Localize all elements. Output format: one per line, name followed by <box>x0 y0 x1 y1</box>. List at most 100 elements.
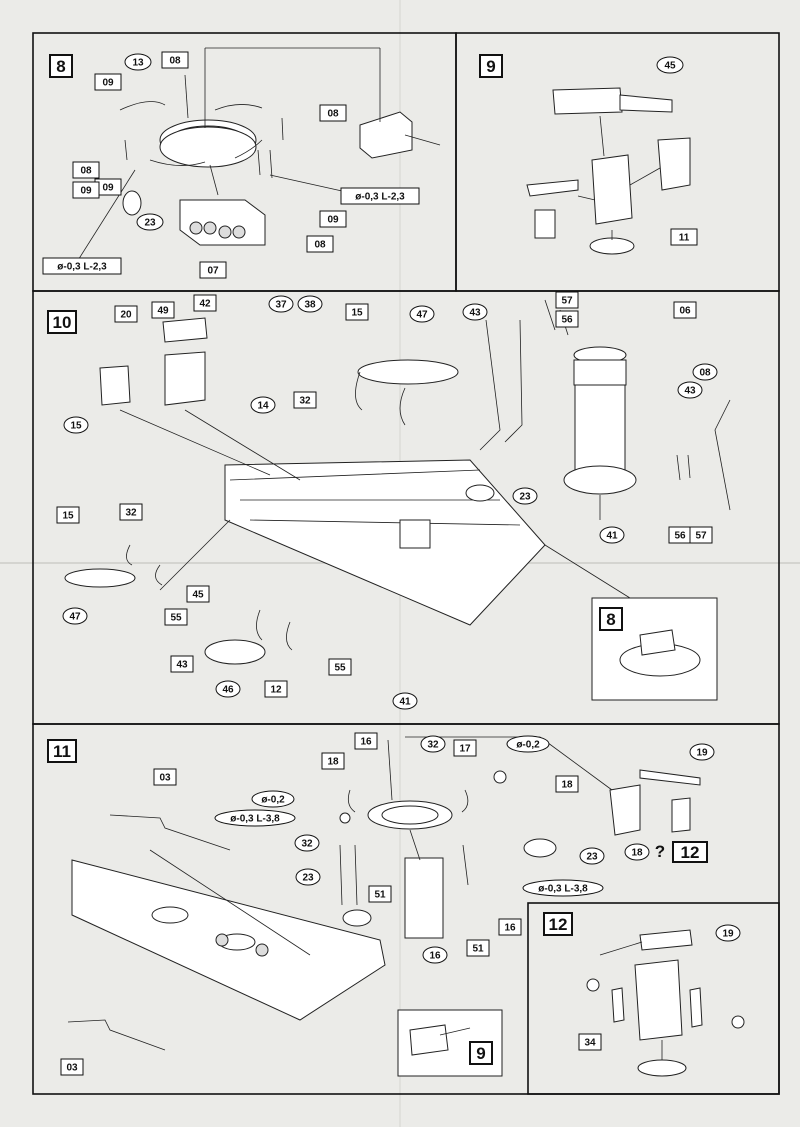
s10-oval-3-text: 43 <box>469 308 481 319</box>
s11-box-3: 17 <box>453 739 477 757</box>
inset-step-8-ref: 8 <box>606 610 615 629</box>
s10-oval-4-text: 08 <box>699 368 711 379</box>
s11-box-4: 18 <box>555 775 579 793</box>
s10-box-6: 06 <box>673 301 697 319</box>
s11-oval-5: 18 <box>624 843 650 861</box>
s10-oval-1-text: 38 <box>304 300 316 311</box>
s11-box-4-text: 18 <box>561 780 573 791</box>
s11-box-5: 51 <box>368 885 392 903</box>
step-9-badge: 9 <box>479 54 503 78</box>
s10-oval-11-text: 47 <box>69 612 81 623</box>
step-11-drawing: 9 ? 12 <box>67 736 708 1077</box>
s11-box-5-text: 51 <box>374 890 386 901</box>
s9-oval-0: 45 <box>656 56 684 74</box>
s11-spec-3-text: ø-0,3 L-3,8 <box>538 884 588 895</box>
deckhouse-roof-49 <box>162 317 208 343</box>
step-8-drawing <box>74 47 441 266</box>
s11-box-6: 51 <box>466 939 490 957</box>
gun-breech-45 <box>552 87 623 115</box>
s11-oval-6: 16 <box>422 946 448 964</box>
s10-oval-0-text: 37 <box>275 300 287 311</box>
s10-oval-7-text: 15 <box>70 421 82 432</box>
s11-box-0-text: 03 <box>159 773 171 784</box>
s10-oval-1: 38 <box>297 295 323 313</box>
question-mark: ? <box>655 842 665 861</box>
s10-box-15: 57 <box>689 526 713 544</box>
s10-oval-5: 43 <box>677 381 703 399</box>
life-ring-step11b <box>523 838 557 858</box>
s10-box-0: 20 <box>114 305 138 323</box>
step-11-number: 11 <box>53 742 71 761</box>
s8-box-6: 09 <box>319 210 347 228</box>
inset-step-12-ref: 12 <box>681 843 700 862</box>
motorboat-46 <box>204 639 266 665</box>
s10-oval-6: 14 <box>250 396 276 414</box>
part-labels: 08 09 09 08 08 09 09 08 13 23 07 ø-0,3 L-2,3 ø-0,3 L… <box>42 51 741 1076</box>
gun-turret-step8 <box>359 111 413 159</box>
s11-oval-6-text: 16 <box>429 951 441 962</box>
funnel-base <box>563 465 637 495</box>
step-10-drawing: 8 <box>64 299 731 701</box>
gun-pedestal <box>591 154 633 225</box>
s8-oval-0: 13 <box>124 53 152 71</box>
s9-oval-0-text: 45 <box>664 61 676 72</box>
s11-oval-1: 19 <box>689 743 715 761</box>
s10-boxx-0: 15 <box>56 506 80 524</box>
s10-oval-10-text: 41 <box>399 697 411 708</box>
s8-spec-1-text: ø-0,3 L-2,3 <box>57 262 107 273</box>
s10-oval-2-text: 47 <box>416 310 428 321</box>
deckhouse-14 <box>164 351 206 406</box>
s10-oval-12: 46 <box>215 680 241 698</box>
s8-box-8: 07 <box>199 261 227 279</box>
life-ring-step10 <box>465 484 495 502</box>
s10-oval-12-text: 46 <box>222 685 234 696</box>
s8-box-1: 09 <box>94 73 122 91</box>
s11-oval-4: 23 <box>579 847 605 865</box>
s10-box-10-text: 55 <box>170 613 182 624</box>
s10-oval-6-text: 14 <box>257 401 269 412</box>
s10-box-2: 42 <box>193 294 217 312</box>
support-column-16 <box>404 857 444 939</box>
s11-spec-0-text: ø-0,2 <box>516 740 540 751</box>
s8-spec-0-text: ø-0,3 L-2,3 <box>355 192 405 203</box>
s10-box-3-text: 15 <box>351 308 363 319</box>
lifeboat-47 <box>357 359 459 385</box>
s11-box-7: 16 <box>498 918 522 936</box>
s10-oval-2: 47 <box>409 305 435 323</box>
s10-oval-9: 41 <box>599 526 625 544</box>
step-12-drawing <box>586 929 745 1077</box>
s10-box-14: 56 <box>668 526 692 544</box>
step-11-q-ref: 12 <box>672 841 708 863</box>
s10-box-5: 56 <box>555 310 579 328</box>
s8-box-5: 09 <box>72 181 100 199</box>
s8-oval-1-text: 23 <box>144 218 156 229</box>
s8-box-2-text: 09 <box>102 183 114 194</box>
s11-oval-3-text: 23 <box>302 873 314 884</box>
s10-box-14-text: 56 <box>674 531 686 542</box>
s8-box-0: 08 <box>161 51 189 69</box>
vent-block <box>399 519 431 549</box>
s8-spec-1: ø-0,3 L-2,3 <box>42 257 122 275</box>
s10-oval-3: 43 <box>462 303 488 321</box>
s10-oval-8-text: 23 <box>519 492 531 503</box>
inset-step-9-ref: 9 <box>476 1044 485 1063</box>
step-10-inset-ref: 8 <box>591 597 718 701</box>
s10-box-13-text: 12 <box>270 685 282 696</box>
s8-box-3-text: 08 <box>327 109 339 120</box>
s8-box-7-text: 08 <box>314 240 326 251</box>
s8-box-5-text: 09 <box>80 186 92 197</box>
s11-oval-2: 32 <box>294 834 320 852</box>
s11-box-2-text: 18 <box>327 757 339 768</box>
s11-spec-0: ø-0,2 <box>506 735 550 753</box>
s11-box-8-text: 03 <box>66 1063 78 1074</box>
s10-box-7: 32 <box>293 391 317 409</box>
s10-box-12-text: 43 <box>176 660 188 671</box>
gun-mount-18 <box>609 784 641 836</box>
step-10-badge: 10 <box>47 310 77 334</box>
s11-oval-0-text: 32 <box>427 740 439 751</box>
s11-spec-2-text: ø-0,3 L-3,8 <box>230 814 280 825</box>
s10-oval-0: 37 <box>268 295 294 313</box>
s12-oval-0-text: 19 <box>722 929 734 940</box>
life-ring-step11 <box>342 909 372 927</box>
